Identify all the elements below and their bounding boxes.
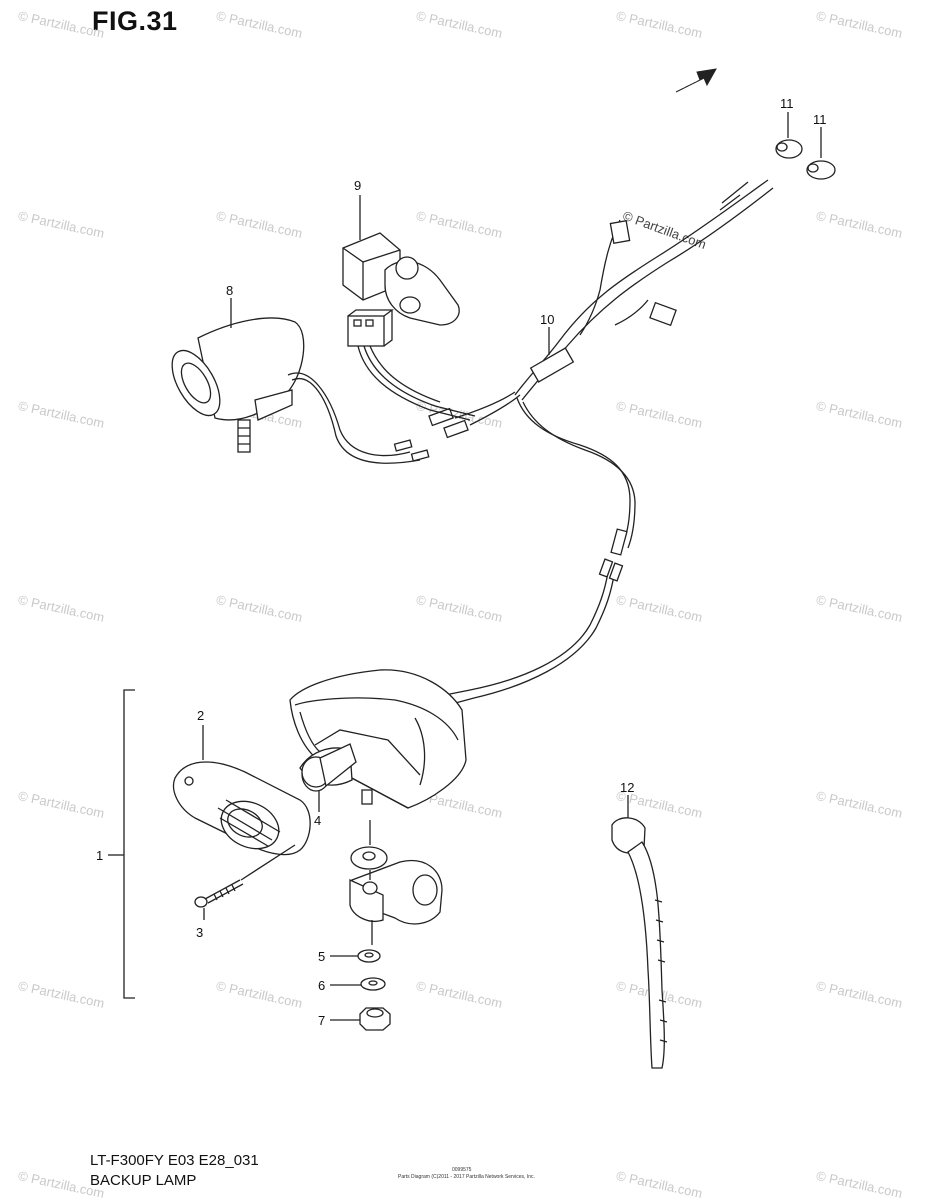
callout-3: 3 (196, 925, 204, 940)
callout-1: 1 (96, 848, 104, 863)
tail-lamp-lead (444, 558, 624, 706)
wire-cap-11a (775, 139, 803, 159)
washer-5 (357, 949, 381, 963)
backup-lamp-8 (171, 317, 430, 464)
callout-10: 10 (540, 312, 555, 327)
callout-5: 5 (318, 949, 326, 964)
nut-7 (359, 1007, 391, 1031)
fine-print-number: 0099575 (452, 1167, 472, 1173)
figure-title: FIG.31 (92, 6, 178, 36)
fwd-label: FWD (680, 73, 701, 89)
figure-name: BACKUP LAMP (90, 1172, 197, 1189)
callout-12: 12 (620, 780, 635, 795)
cable-tie-12 (611, 817, 668, 1069)
mounting-bracket (349, 820, 443, 945)
callout-11b: 11 (813, 112, 827, 127)
grommet (350, 846, 388, 870)
washer-6 (360, 977, 386, 991)
callout-11a: 11 (780, 96, 794, 111)
fwd-arrow-icon: FWD (675, 68, 717, 93)
callout-9: 9 (354, 178, 362, 193)
callout-leaders (108, 112, 822, 1021)
callout-2: 2 (197, 708, 205, 723)
bulb-4 (301, 743, 357, 788)
figure-code: LT-F300FY E03 E28_031 (90, 1152, 259, 1169)
relay-connector (347, 309, 476, 421)
relay-9 (342, 232, 460, 326)
callout-8: 8 (226, 283, 234, 298)
wire-cap-11b (806, 160, 836, 180)
callout-4: 4 (314, 813, 322, 828)
screw-3 (194, 879, 244, 908)
callout-7: 7 (318, 1013, 326, 1028)
callout-6: 6 (318, 978, 326, 993)
wire-harness-10 (428, 179, 774, 556)
fine-print-copyright: Parts Diagram (C)2011 - 2017 Partzilla N… (398, 1174, 535, 1180)
lamp-lens-2 (172, 761, 311, 856)
